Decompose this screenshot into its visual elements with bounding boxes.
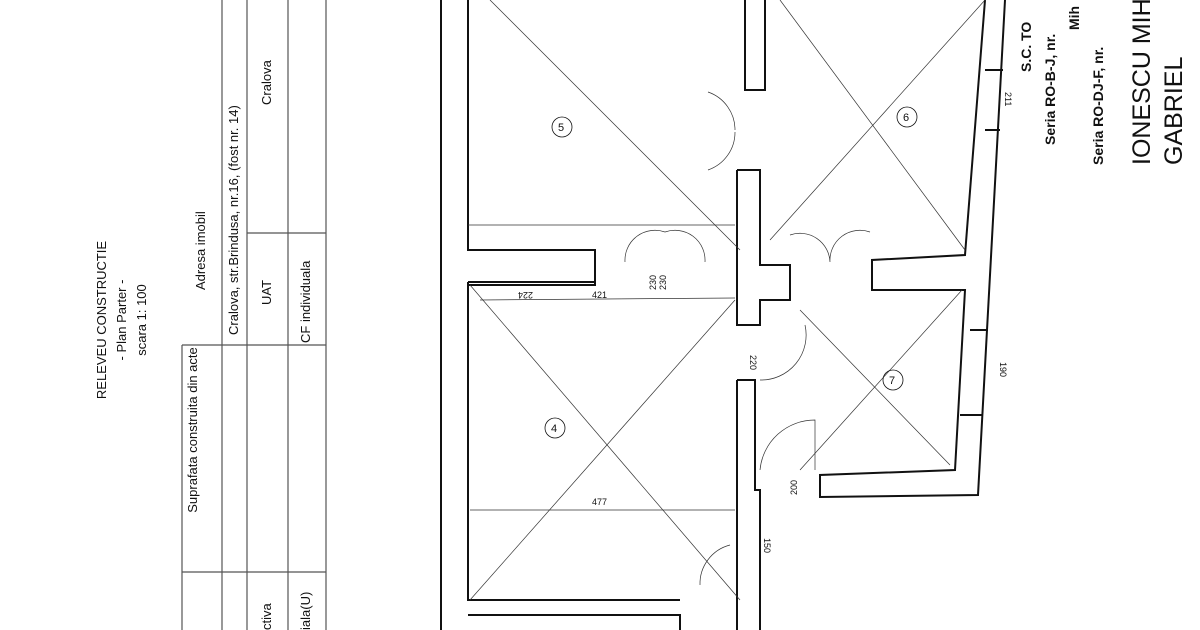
dimension-label: 421 [592, 290, 607, 300]
dimension-label: 224 [518, 290, 533, 300]
series-1-text: Seria RO-B-J, nr. [1042, 33, 1058, 145]
engineer-name-1-text: IONESCU MIHA [1128, 0, 1156, 165]
dimension-label: 200 [789, 480, 799, 495]
engineer-name-2-text: GABRIEL [1160, 56, 1188, 165]
room-number-7: 7 [889, 375, 895, 387]
dimension-label: 150 [762, 538, 772, 553]
company-name-text: S.C. TO [1018, 21, 1034, 72]
dimension-label: 230 [648, 275, 658, 290]
dimension-label: 230 [658, 275, 668, 290]
series-1b-text: Mih [1066, 5, 1082, 30]
dimension-label: 477 [592, 497, 607, 507]
dimension-label: 190 [998, 362, 1008, 377]
dimension-label: 211 [1003, 92, 1013, 106]
room-number-4: 4 [551, 423, 557, 435]
dimension-label: 220 [748, 355, 758, 370]
room-number-5: 5 [558, 122, 564, 134]
room-number-6: 6 [903, 112, 909, 124]
series-2-text: Seria RO-DJ-F, nr. [1090, 46, 1106, 165]
